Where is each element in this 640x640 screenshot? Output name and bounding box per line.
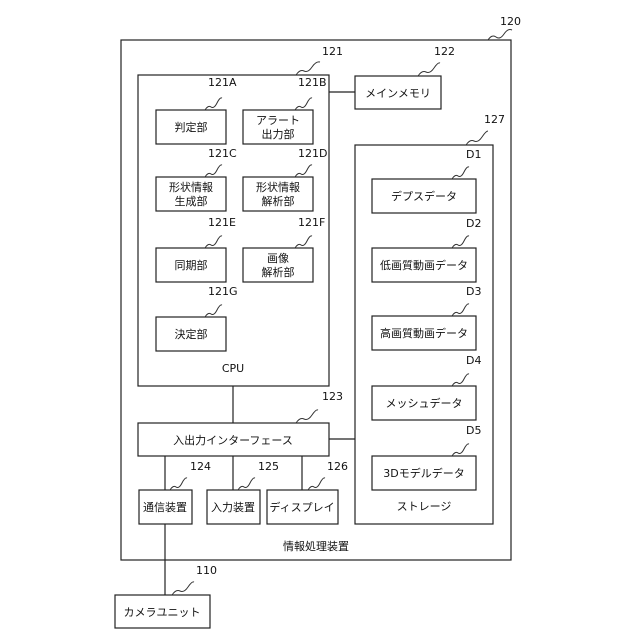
alert-output-unit-label-1: アラート [256,114,300,127]
cpu-label: CPU [222,362,244,375]
ref-121D: 121D [298,147,327,160]
3d-model-data-label: 3Dモデルデータ [383,466,464,480]
sync-unit-label: 同期部 [175,258,208,272]
ref-D1: D1 [466,148,481,161]
ref-121E: 121E [208,216,236,229]
depth-data-label: デプスデータ [391,189,457,203]
ref-D2: D2 [466,217,481,230]
image-analysis-unit-label-1: 画像 [267,252,289,265]
ref-123: 123 [322,390,343,403]
judge-unit-label: 判定部 [175,120,208,134]
ref-122: 122 [434,45,455,58]
io-interface-label: 入出力インターフェース [173,433,293,447]
ref-124: 124 [190,460,211,473]
ref-D5: D5 [466,424,481,437]
ref-110: 110 [196,564,217,577]
mesh-data-label: メッシュデータ [386,396,463,410]
low-quality-video-data-label: 低画質動画データ [380,258,468,272]
camera-unit-label: カメラユニット [124,606,201,619]
storage-label: ストレージ [397,500,452,513]
ref-125: 125 [258,460,279,473]
ref-127: 127 [484,113,505,126]
decision-unit-label: 決定部 [175,327,208,341]
alert-output-unit-label-2: 出力部 [262,127,295,141]
shape-info-generation-unit-label-2: 生成部 [175,194,208,208]
ref-D3: D3 [466,285,481,298]
ref-121C: 121C [208,147,237,160]
image-analysis-unit-label-2: 解析部 [262,265,295,279]
shape-info-analysis-unit-label-1: 形状情報 [256,180,300,194]
ref-121B: 121B [298,76,327,89]
ref-121F: 121F [298,216,325,229]
ref-120: 120 [500,15,521,28]
ref-126: 126 [327,460,348,473]
ref-121: 121 [322,45,343,58]
shape-info-generation-unit-label-1: 形状情報 [169,180,213,194]
shape-info-analysis-unit-label-2: 解析部 [262,194,295,208]
input-device-label: 入力装置 [211,501,255,514]
high-quality-video-data-label: 高画質動画データ [380,326,468,340]
ref-121G: 121G [208,285,238,298]
ref-121A: 121A [208,76,237,89]
ref-leader-120 [488,30,512,41]
ref-leader-110 [172,582,194,595]
info-processing-device-label: 情報処理装置 [283,540,349,553]
ref-D4: D4 [466,354,481,367]
main-memory-label: メインメモリ [365,87,431,100]
display-label: ディスプレイ [269,500,334,514]
communication-device-label: 通信装置 [143,501,187,514]
